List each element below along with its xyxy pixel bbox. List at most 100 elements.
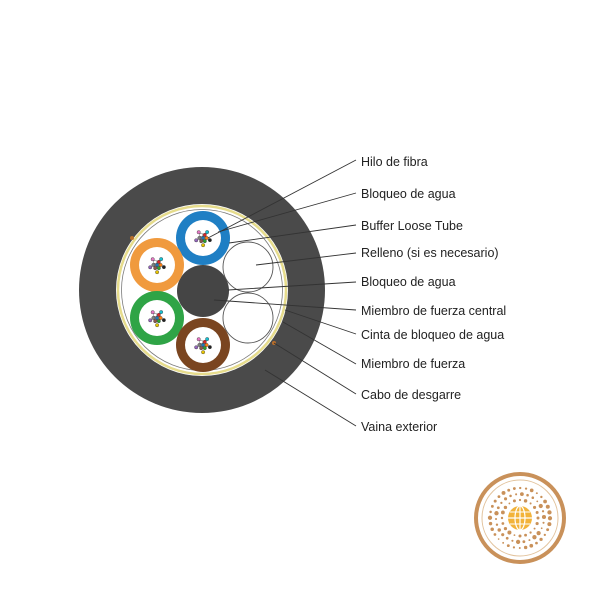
logo-dot [512, 487, 516, 490]
company-logo [474, 472, 566, 564]
optical-fiber [156, 266, 161, 271]
loose-tube-orange [130, 238, 184, 292]
logo-dot [497, 528, 501, 532]
logo-dot [500, 516, 504, 520]
logo-dot [522, 540, 526, 544]
optical-fiber [205, 230, 210, 235]
logo-dot [532, 535, 537, 540]
logo-dot [547, 522, 552, 527]
optical-fiber [194, 345, 199, 350]
optical-fiber [204, 236, 209, 240]
logo-dot [518, 498, 522, 502]
logo-dot [515, 493, 518, 496]
logo-dot [496, 506, 500, 510]
logo-dot [495, 523, 499, 526]
logo-dot [539, 537, 543, 542]
logo-dot [506, 544, 510, 548]
logo-dot [546, 528, 550, 532]
optical-fiber [204, 343, 209, 347]
logo-dot [519, 486, 522, 490]
logo-dot [541, 510, 545, 513]
optical-fiber [148, 265, 153, 270]
optical-fiber [202, 239, 207, 244]
label-outer-sheath: Vaina exterior [361, 420, 438, 434]
optical-fiber [153, 319, 158, 324]
optical-fiber [196, 230, 201, 235]
logo-dot [541, 514, 547, 520]
optical-fiber [158, 316, 163, 320]
optical-fiber [199, 239, 204, 244]
optical-fiber [155, 270, 160, 275]
optical-fiber [199, 339, 204, 344]
logo-dot [523, 499, 528, 503]
optical-fiber [202, 339, 207, 344]
label-water-blocking-tape: Cinta de bloqueo de agua [361, 328, 505, 342]
optical-fiber [199, 232, 204, 237]
logo-dot [505, 536, 509, 540]
logo-dot [532, 505, 537, 510]
logo-dot [500, 501, 503, 504]
logo-dot [508, 502, 511, 505]
logo-dot [526, 493, 529, 497]
optical-fiber [201, 343, 205, 347]
logo-dot [490, 527, 494, 532]
label-strength-member: Miembro de fuerza [361, 357, 466, 371]
loose-tube-blue [176, 211, 230, 265]
optical-fiber [199, 346, 204, 351]
logo-dot [493, 499, 497, 503]
leader-line-fiber [207, 159, 357, 239]
optical-fiber [196, 337, 201, 342]
logo-dot [490, 504, 494, 508]
optical-fiber [158, 263, 163, 267]
loose-tube-green [130, 291, 184, 345]
globe-emblem-icon [508, 505, 532, 531]
logo-dot [535, 492, 538, 495]
leader-line-water-tape [284, 309, 357, 335]
leader-line-filler [255, 252, 357, 266]
optical-fiber [159, 257, 164, 262]
optical-fiber [161, 265, 166, 270]
logo-dot [543, 499, 547, 504]
optical-fiber [151, 263, 156, 267]
leader-line-central-member [213, 299, 357, 311]
logo-dot [524, 533, 527, 537]
optical-fiber [155, 323, 160, 328]
leader-line-sheath [264, 369, 357, 427]
logo-dot [494, 517, 498, 521]
logo-dot [535, 541, 538, 545]
logo-dot [545, 504, 550, 509]
loose-tube-brown [176, 318, 230, 372]
logo-dot [529, 488, 534, 493]
logo-dot [503, 497, 508, 501]
water-blocking-tape [116, 204, 288, 376]
logo-dot [502, 541, 505, 544]
filler-top [222, 241, 274, 293]
optical-fiber [159, 310, 164, 315]
logo-dot [494, 511, 499, 516]
logo-dot [512, 499, 516, 503]
logo-dot [533, 527, 536, 530]
logo-dot [529, 543, 534, 548]
optical-fiber [201, 243, 206, 248]
optical-fiber [207, 345, 212, 350]
logo-dot [535, 521, 539, 526]
logo-dot [518, 534, 522, 538]
logo-dot [501, 490, 506, 495]
optical-fiber [150, 310, 155, 315]
logo-dot [547, 510, 552, 515]
logo-dot [501, 522, 505, 525]
logo-dot [520, 492, 524, 496]
logo-dot [511, 539, 514, 542]
logo-dot [524, 487, 528, 490]
logo-dot [542, 521, 545, 524]
logo-dot [500, 510, 505, 515]
optical-fiber [153, 266, 158, 271]
rip-cord-top [130, 236, 134, 240]
logo-dot [529, 531, 532, 534]
logo-dot [536, 500, 539, 503]
logo-dot [507, 488, 511, 492]
logo-dot [503, 505, 508, 510]
logo-dot [509, 494, 512, 498]
logo-dot [507, 530, 512, 535]
logo-dot [515, 539, 521, 545]
